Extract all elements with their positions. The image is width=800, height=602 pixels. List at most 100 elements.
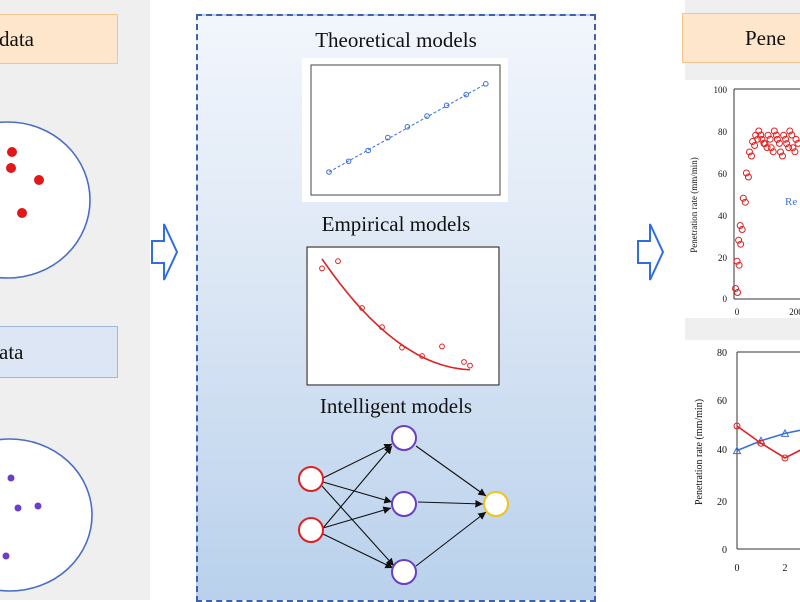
penetration-point <box>769 148 777 156</box>
empirical-fit-curve <box>321 258 471 371</box>
hidden-node <box>391 425 417 451</box>
bottom-ytick: 60 <box>717 396 727 407</box>
penetration-point <box>786 127 794 135</box>
theoretical-point <box>443 102 450 109</box>
top-ytick: 0 <box>723 294 728 304</box>
red-data-ellipse <box>0 121 91 279</box>
penetration-point <box>792 135 800 143</box>
hidden-node <box>391 491 417 517</box>
penetration-point <box>755 127 763 135</box>
top-ytick: 100 <box>714 85 728 95</box>
penetration-point <box>757 131 765 139</box>
red-point <box>34 175 44 185</box>
bottom-xtick: 0 <box>735 563 740 574</box>
empirical-point <box>419 353 425 359</box>
empirical-model-chart <box>306 246 500 386</box>
bottom-ytick: 40 <box>717 445 727 456</box>
theoretical-model-chart <box>302 58 508 202</box>
penetration-point <box>734 289 742 296</box>
penetration-point <box>746 148 753 156</box>
penetration-point <box>782 135 790 143</box>
penetration-point <box>751 142 759 149</box>
red-point <box>17 208 27 218</box>
penetration-point <box>748 152 755 160</box>
penetration-point <box>789 144 797 152</box>
penetration-point <box>779 152 786 160</box>
blue-series-line <box>736 429 800 452</box>
theoretical-point <box>385 134 391 141</box>
theoretical-point <box>463 91 469 98</box>
red-series-point <box>733 422 741 430</box>
penetration-point <box>739 194 747 202</box>
input-node <box>298 517 324 543</box>
blue-series-point <box>780 428 790 437</box>
red-point <box>6 163 16 173</box>
theoretical-models-title: Theoretical models <box>315 28 477 52</box>
top-xtick: 200 <box>789 307 800 317</box>
purple-point <box>7 474 15 482</box>
theoretical-point <box>326 169 332 175</box>
penetration-point <box>777 148 784 156</box>
penetration-point <box>761 140 769 148</box>
penetration-chart-top: Penetration rate (mm/min) 100 80 60 40 2… <box>684 80 800 318</box>
right-arrow-icon <box>637 223 665 281</box>
penetration-point <box>737 240 745 248</box>
top-ytick: 80 <box>718 127 728 137</box>
intelligent-models-title: Intelligent models <box>319 394 473 418</box>
empirical-point <box>439 343 445 350</box>
theoretical-point <box>404 124 411 130</box>
penetration-point <box>766 135 774 143</box>
penetration-label-text: Pene <box>745 25 786 50</box>
bottom-xtick: 2 <box>783 563 788 574</box>
top-xtick: 0 <box>735 307 740 317</box>
data-label-middle-text: ata <box>0 339 24 364</box>
penetration-point <box>741 198 749 206</box>
input-node <box>298 466 324 492</box>
empirical-point <box>359 305 365 311</box>
penetration-point <box>742 169 750 177</box>
theoretical-point <box>424 113 430 119</box>
blue-series-point <box>732 446 742 455</box>
neural-network-diagram <box>298 425 509 585</box>
penetration-point <box>775 139 783 147</box>
penetration-point <box>772 131 780 139</box>
output-node <box>483 491 509 517</box>
purple-point <box>2 552 10 560</box>
purple-point <box>34 502 42 510</box>
empirical-point <box>319 265 325 272</box>
empirical-point <box>335 258 341 265</box>
red-series-line <box>736 425 800 459</box>
empirical-models-title: Empirical models <box>321 212 471 236</box>
purple-point <box>14 504 22 512</box>
left-ellipses <box>0 121 93 592</box>
top-ytick: 40 <box>718 211 728 221</box>
theoretical-point <box>365 147 371 154</box>
top-ytick: 20 <box>718 253 728 263</box>
red-series-point <box>757 439 765 447</box>
penetration-point <box>735 236 743 244</box>
penetration-point <box>767 144 775 152</box>
bottom-chart-ylabel: Penetration rate (mm/min) <box>694 399 705 505</box>
penetration-point <box>735 261 743 269</box>
penetration-point <box>773 135 781 143</box>
penetration-point <box>763 144 771 152</box>
top-chart-ylabel: Penetration rate (mm/min) <box>689 157 699 252</box>
penetration-point <box>780 131 788 139</box>
penetration-point <box>744 173 752 181</box>
red-point <box>7 147 17 157</box>
hidden-node <box>391 559 417 585</box>
right-arrow-icon <box>151 223 179 281</box>
empirical-point <box>399 344 405 351</box>
theoretical-point <box>483 81 489 87</box>
red-series-point <box>781 454 789 462</box>
penetration-point <box>788 131 796 139</box>
penetration-point <box>791 148 799 156</box>
penetration-point <box>736 222 744 229</box>
penetration-point <box>764 131 772 139</box>
bottom-ytick: 20 <box>717 497 727 508</box>
empirical-point <box>467 362 473 369</box>
empirical-point <box>461 359 467 365</box>
penetration-point <box>785 144 793 152</box>
penetration-point <box>732 285 740 292</box>
empirical-point <box>379 324 385 331</box>
